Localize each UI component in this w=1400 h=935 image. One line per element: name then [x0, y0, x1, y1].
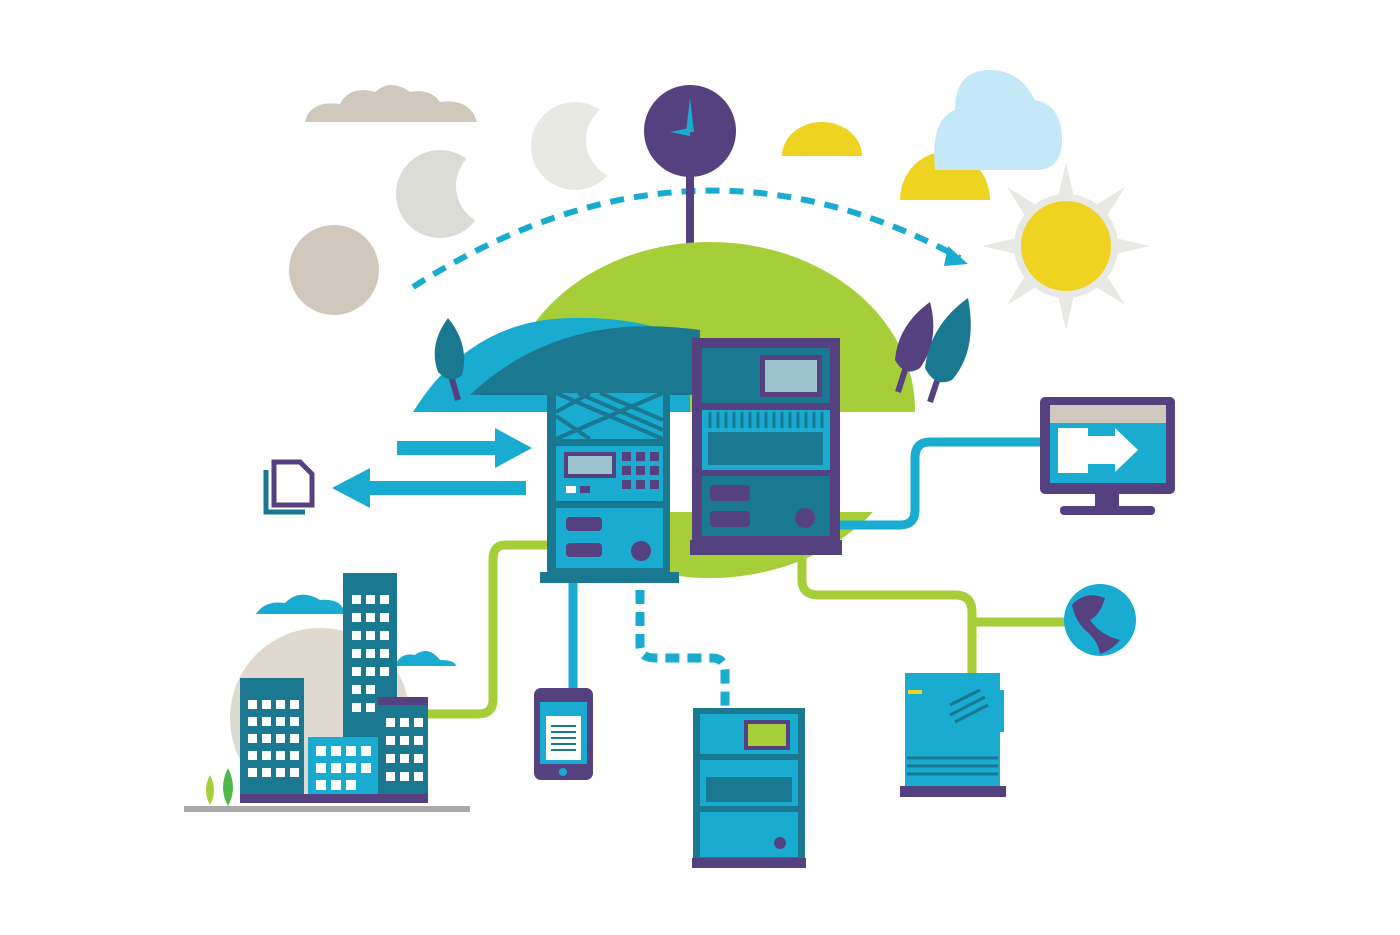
- tower-server-icon: [900, 673, 1006, 797]
- sun-icon: [982, 162, 1150, 330]
- connection-line: [428, 540, 548, 719]
- transfer-arrow-right-icon: [397, 428, 532, 468]
- arc-arrow-icon: [944, 246, 968, 266]
- tree-icon: [434, 318, 465, 401]
- cloud-icon: [305, 85, 477, 122]
- ground-line: [184, 806, 470, 812]
- server-rack-icon: [540, 385, 679, 583]
- tree-icon: [895, 298, 971, 403]
- server-rack-icon: [690, 338, 842, 555]
- connection-line: [635, 590, 730, 708]
- document-icon: [263, 459, 315, 515]
- tree-icon: [206, 768, 233, 806]
- connection-line: [797, 555, 977, 675]
- moon-icon: [396, 146, 536, 238]
- cloud-icon: [934, 70, 1062, 170]
- moon-icon: [531, 100, 666, 190]
- transfer-arrow-left-icon: [332, 468, 526, 508]
- buildings-icon: [230, 573, 480, 820]
- sunrise-icon: [782, 122, 862, 156]
- clock-icon: [644, 85, 736, 177]
- moon-icon: [289, 225, 379, 315]
- server-rack-icon: [692, 708, 806, 868]
- tablet-icon: [534, 688, 593, 780]
- connection-line: [840, 437, 1045, 530]
- globe-icon: [1064, 584, 1136, 656]
- hill: [470, 326, 700, 395]
- monitor-icon: [1040, 397, 1175, 515]
